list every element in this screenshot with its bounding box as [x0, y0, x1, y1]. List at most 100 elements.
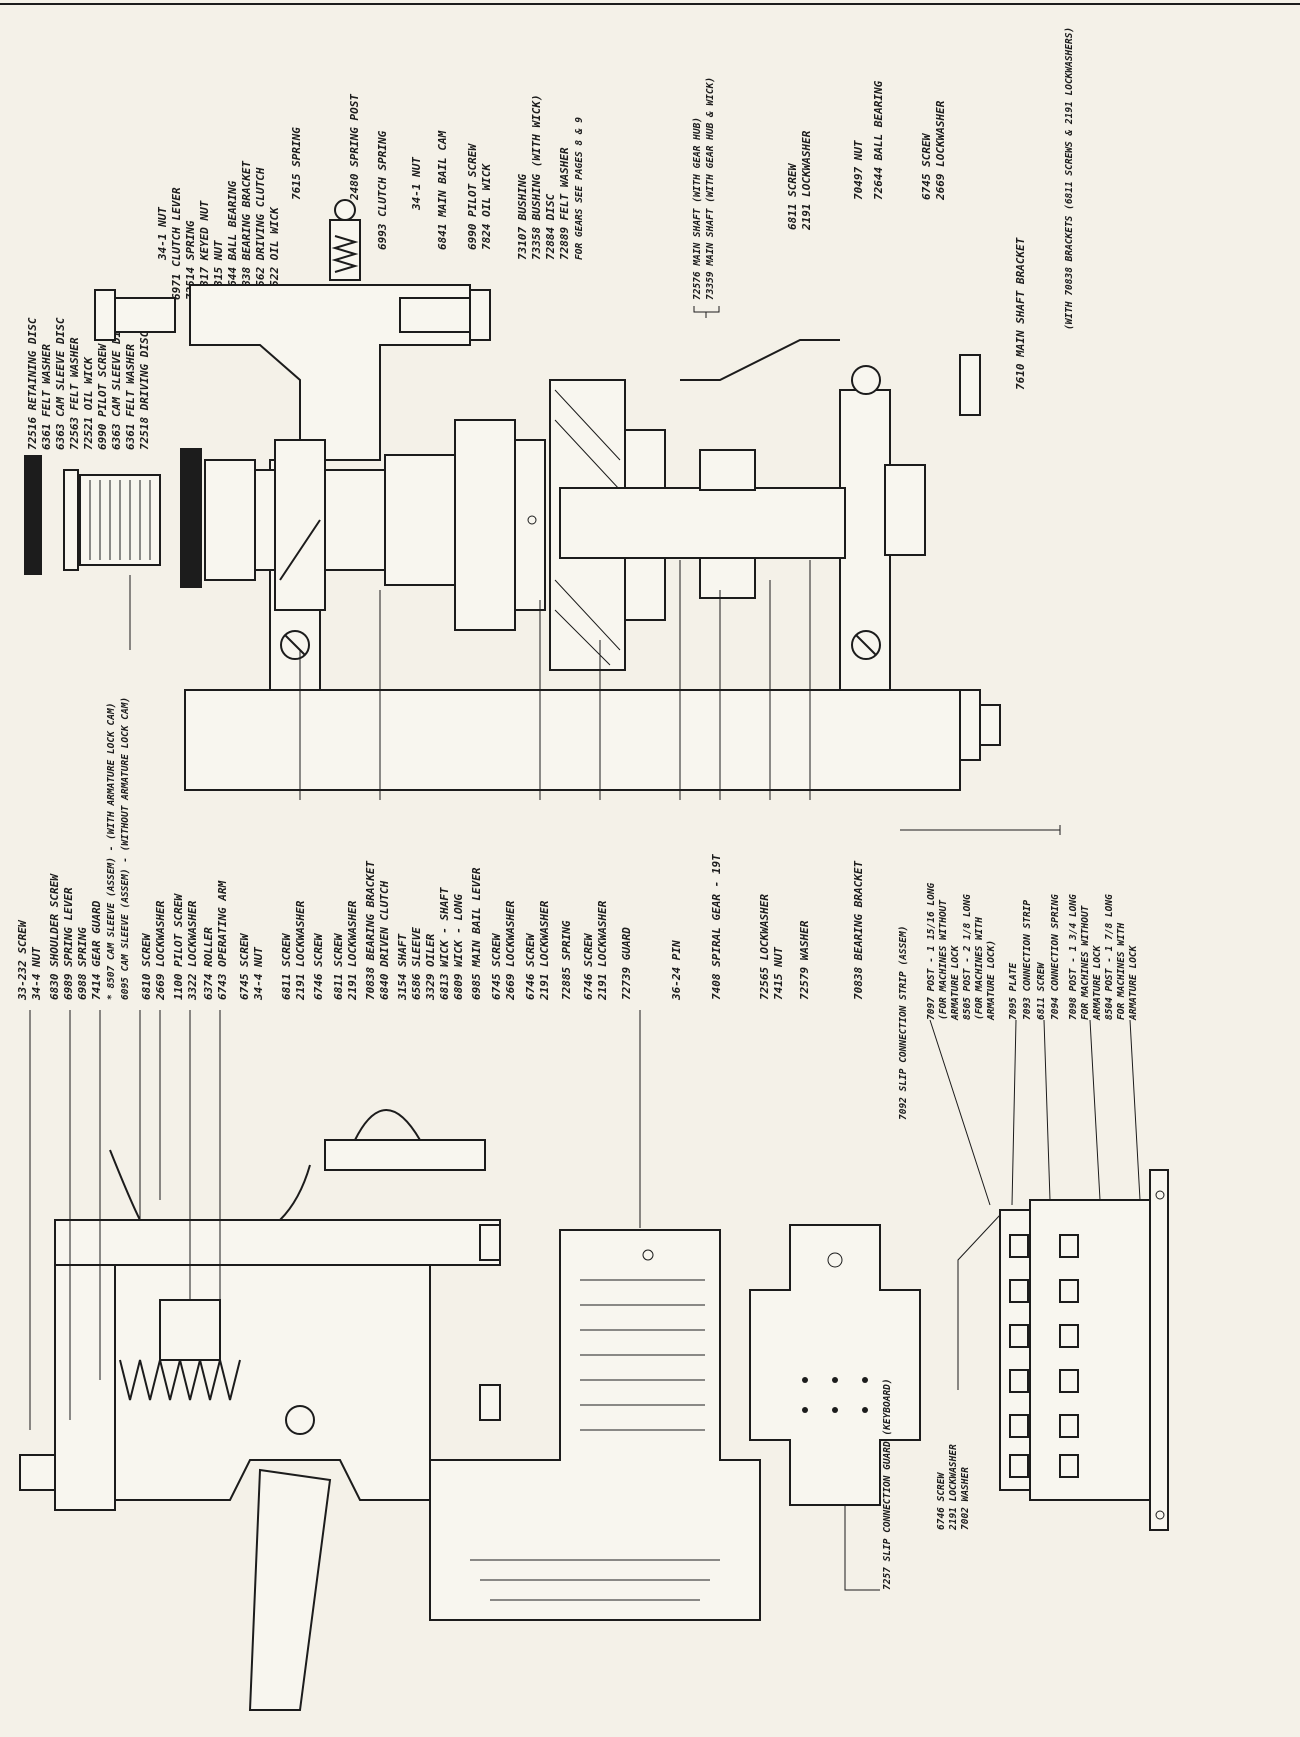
slip-connection-guard: 7257 SLIP CONNECTION GUARD (KEYBOARD) — [749, 1224, 921, 1591]
lever-bracket-left — [54, 1264, 116, 1511]
label-slip-connection-guard: 7257 SLIP CONNECTION GUARD (KEYBOARD) — [882, 1378, 893, 1590]
label-roller: 6374 ROLLER — [202, 927, 215, 1000]
label-spring-lever: 6989 SPRING LEVER — [62, 887, 75, 1000]
slip-connection-strip: 6746 SCREW 2191 LOCKWASHER 7002 WASHER — [929, 1019, 1169, 1531]
label-cam-sleeve-disc: 6363 CAM SLEEVE DISC — [54, 317, 67, 450]
operating-arm — [159, 1299, 221, 1361]
main-bail-cam — [454, 419, 516, 631]
label-felt-washer: 6361 FELT WASHER — [40, 344, 53, 450]
assembly-leader-lines — [299, 560, 811, 800]
adjust-screw-left — [114, 297, 176, 333]
label-spring-7615: 7615 SPRING — [290, 127, 303, 200]
label-oil-wick-3: 7824 OIL WICK — [480, 163, 493, 250]
label-spiral-gear: 7408 SPIRAL GEAR - 19T — [710, 854, 723, 1000]
label-screw-6810: 6810 SCREW — [140, 932, 153, 1000]
connection-strip-body — [1029, 1199, 1151, 1501]
driven-clutch — [324, 469, 386, 571]
lower-left-leader-lines — [29, 1010, 221, 1430]
svg-text:ARMATURE LOCK): ARMATURE LOCK) — [986, 940, 997, 1021]
clutch-spring-6993 — [384, 454, 456, 586]
screw-6745-upper — [479, 1224, 501, 1261]
label-bearing-bracket-c: 70838 BEARING BRACKET — [852, 861, 865, 1000]
base-bracket-bar — [184, 689, 961, 791]
label-washer-7002: 7002 WASHER — [960, 1467, 971, 1530]
label-main-shaft-gear-hub-wick: 73359 MAIN SHAFT (WITH GEAR HUB & WICK) — [705, 77, 716, 300]
label-driving-clutch: 72562 DRIVING CLUTCH — [254, 167, 267, 300]
label-nut-70497: 70497 NUT — [852, 140, 865, 200]
adjust-screw-left-head — [94, 289, 116, 341]
label-bearing-bracket-b: 70838 BEARING BRACKET — [364, 861, 377, 1000]
driving-disc — [180, 448, 202, 588]
slip-strip-leader-lines — [929, 1019, 1141, 1206]
label-main-bail-lever: 6985 MAIN BAIL LEVER — [470, 867, 483, 1000]
label-bearing-bracket: 70838 BEARING BRACKET — [240, 161, 253, 300]
label-felt-washer-2: 72563 FELT WASHER — [68, 337, 81, 450]
roller — [285, 1405, 315, 1435]
label-spring: 72514 SPRING — [184, 220, 197, 300]
adjust-screw-right — [399, 297, 471, 333]
label-felt-washer-3: 6361 FELT WASHER — [124, 344, 137, 450]
gear-guard-bar — [54, 1219, 501, 1266]
spiral-gear-nut-bottom — [699, 557, 756, 599]
svg-text:8504 POST - 1 7/8 LONG: 8504 POST - 1 7/8 LONG — [1104, 894, 1115, 1020]
label-screw-6745-c: 6745 SCREW — [490, 932, 503, 1000]
slip-guard-body — [749, 1224, 921, 1506]
left-label-group: 33-232 SCREW 34-4 NUT 6830 SHOULDER SCRE… — [16, 697, 265, 1001]
base-plate — [1149, 1169, 1169, 1531]
middle-label-group: 6811 SCREW 2191 LOCKWASHER 6746 SCREW 68… — [280, 854, 865, 1001]
label-screw-6811: 6811 SCREW — [786, 162, 799, 230]
label-main-bail-cam: 6841 MAIN BAIL CAM — [436, 130, 449, 250]
label-pin: 36-24 PIN — [670, 940, 683, 1001]
label-spring-72885: 72885 SPRING — [560, 920, 573, 1000]
label-nut-7415: 7415 NUT — [772, 947, 785, 1000]
spiral-gear-nut-top — [699, 449, 756, 491]
screw-6745-lower — [479, 1384, 501, 1421]
label-disc: 72884 DISC — [544, 193, 557, 260]
svg-text:7098 POST - 1 3/4 LONG: 7098 POST - 1 3/4 LONG — [1068, 894, 1079, 1020]
label-shaft: 3154 SHAFT — [396, 933, 409, 1001]
top-label-group: 72516 RETAINING DISC 6361 FELT WASHER 63… — [26, 94, 585, 450]
label-lockwasher-3322: 3322 LOCKWASHER — [186, 900, 199, 1001]
label-lockwasher-2191-f: 2191 LOCKWASHER — [948, 1444, 959, 1531]
label-nut-3: 34-1 NUT — [410, 157, 423, 211]
label-pilot-screw-1100: 1100 PILOT SCREW — [172, 893, 185, 1000]
label-operating-arm: 6743 OPERATING ARM — [216, 880, 229, 1000]
label-gear-guard: 7414 GEAR GUARD — [90, 900, 103, 1000]
svg-text:(FOR MACHINES WITH: (FOR MACHINES WITH — [974, 917, 985, 1020]
slip-connection-label-group: 7092 SLIP CONNECTION STRIP (ASSEM) 7097 … — [898, 825, 1139, 1120]
label-driven-clutch: 6840 DRIVEN CLUTCH — [378, 880, 391, 1000]
guard-body — [429, 1229, 761, 1621]
label-lockwasher-2191-e: 2191 LOCKWASHER — [596, 900, 609, 1001]
svg-text:ARMATURE LOCK: ARMATURE LOCK — [1092, 944, 1103, 1021]
label-felt-washer-4: 72889 FELT WASHER — [558, 147, 571, 260]
nut-70497 — [884, 464, 926, 556]
label-screw-6745: 6745 SCREW — [920, 132, 933, 200]
main-shaft — [559, 487, 846, 559]
clutch-spring-stack — [204, 459, 256, 581]
label-cam-sleeve-disc-2: 6363 CAM SLEEVE DISC — [110, 317, 123, 450]
label-screw-6745-b: 6745 SCREW — [238, 932, 251, 1000]
label-pilot-screw-2: 6990 PILOT SCREW — [466, 143, 479, 250]
label-retaining-disc: 72516 RETAINING DISC — [26, 317, 39, 450]
label-ball-bearing-2: 72644 BALL BEARING — [872, 80, 885, 200]
bracket-screw-top — [851, 365, 881, 395]
label-screw-6746-d: 6746 SCREW — [936, 1472, 947, 1530]
guard-72739 — [429, 1010, 761, 1621]
label-connection-strip: 7093 CONNECTION STRIP — [1022, 900, 1033, 1020]
label-bushing: 73107 BUSHING — [516, 174, 529, 260]
label-main-shaft-bracket: 7610 MAIN SHAFT BRACKET — [1014, 237, 1027, 390]
main-shaft-brace — [693, 306, 720, 318]
label-oil-wick-2: 72522 OIL WICK — [268, 206, 281, 300]
label-screw-6746-b: 6746 SCREW — [524, 932, 537, 1000]
label-lockwasher-2191-b: 2191 LOCKWASHER — [294, 900, 307, 1001]
bracket-screw-6745 — [959, 354, 981, 416]
label-washer-72579: 72579 WASHER — [798, 920, 811, 1000]
main-shaft-label-group: 72576 MAIN SHAFT (WITH GEAR HUB) 73359 M… — [692, 77, 720, 318]
label-lockwasher-2191-c: 2191 LOCKWASHER — [346, 900, 359, 1001]
main-shaft-assembly — [24, 199, 1001, 800]
svg-text:8505 POST - 2 1/8 LONG: 8505 POST - 2 1/8 LONG — [962, 894, 973, 1020]
retaining-disc — [24, 455, 42, 575]
label-bushing-with-wick: 73358 BUSHING (WITH WICK) — [530, 94, 543, 260]
svg-text:ARMATURE LOCK: ARMATURE LOCK — [950, 944, 961, 1021]
